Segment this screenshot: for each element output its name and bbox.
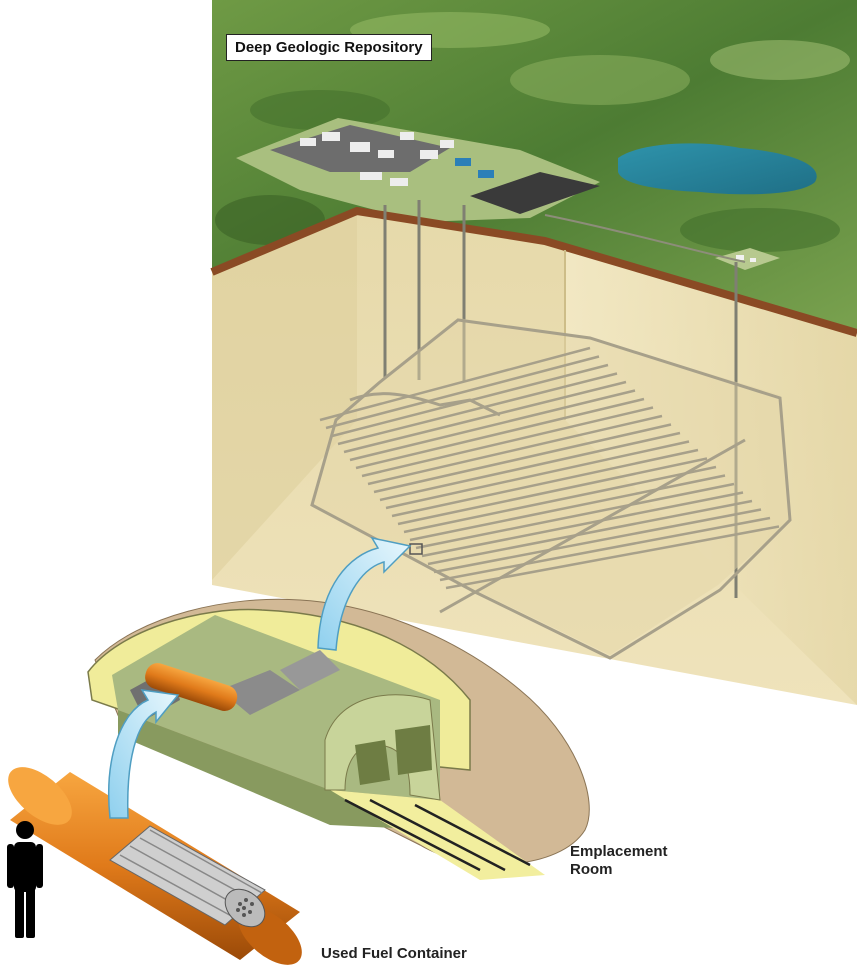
curved-arrow-icon (108, 689, 180, 819)
tunnel-line (409, 474, 726, 542)
tunnel-line (397, 457, 708, 526)
tunnel-line (367, 414, 663, 486)
tunnel-line (415, 482, 735, 550)
human-figure-icon (7, 821, 43, 938)
tunnel-line (385, 440, 690, 510)
used-fuel-container-label: Used Fuel Container (321, 945, 467, 962)
emplacement-room-cutaway (87, 598, 590, 880)
tunnel-line (319, 346, 591, 422)
tunnel-line (337, 372, 618, 446)
emplacement-tunnel-grid (310, 318, 792, 660)
tunnel-line (391, 448, 699, 518)
lake (618, 143, 817, 195)
tunnel-line (439, 516, 771, 582)
tunnel-line (349, 389, 636, 462)
tunnel-line (379, 431, 681, 502)
diagram-title: Deep Geologic Repository (226, 34, 432, 61)
used-fuel-container (8, 767, 302, 965)
tunnel-line (403, 465, 717, 534)
container-in-room (145, 663, 238, 711)
ventilation-pad (715, 248, 780, 270)
tunnel-line (361, 406, 654, 478)
tunnel-line (427, 499, 753, 566)
tunnel-line (343, 380, 627, 454)
curved-arrow-icon (317, 536, 412, 651)
tunnel-line (433, 508, 762, 574)
emplacement-room-label: Emplacement Room (570, 843, 668, 878)
tunnel-line (373, 423, 672, 494)
tunnel-line (355, 397, 645, 470)
tunnel-line (421, 491, 744, 558)
room-locator-box (409, 543, 423, 555)
tunnel-line (325, 355, 600, 430)
